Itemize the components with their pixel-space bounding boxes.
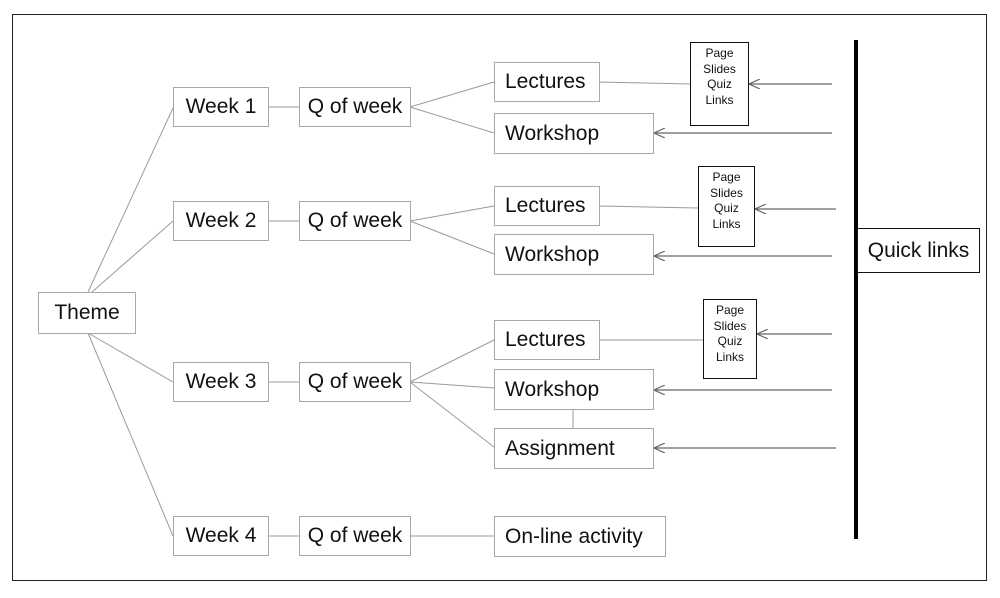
edge-q1-workshop (409, 106, 495, 134)
week-1-question-label: Q of week (307, 95, 403, 118)
theme-label: Theme (54, 301, 120, 324)
quick-links-bar (854, 40, 858, 539)
week-4-label: Week 4 (185, 524, 257, 547)
resource-slides: Slides (703, 61, 736, 76)
resource-quiz: Quiz (717, 334, 743, 348)
resource-page: Page (712, 170, 741, 184)
week-1-workshop-label: Workshop (505, 121, 600, 145)
edge-q3-lectures (409, 339, 495, 383)
week-1-resources-box: Page Slides Quiz Links (690, 42, 749, 126)
week-3-workshop-node: Workshop (494, 369, 654, 410)
edge-q3-workshop (409, 381, 495, 389)
week-2-workshop-node: Workshop (494, 234, 654, 275)
edge-q1-lectures (409, 81, 495, 108)
week-1-question-node: Q of week (299, 87, 411, 127)
week-2-lectures-label: Lectures (505, 194, 586, 217)
week-4-online-activity-label: On-line activity (505, 524, 643, 548)
week-3-question-node: Q of week (299, 362, 411, 402)
week-2-node: Week 2 (173, 201, 269, 241)
theme-node: Theme (38, 292, 136, 334)
week-2-workshop-label: Workshop (505, 242, 600, 266)
week-1-label: Week 1 (185, 95, 257, 118)
quick-links-label: Quick links (867, 238, 970, 262)
edge-lectures2-resources (598, 205, 699, 209)
diagram-frame (12, 14, 987, 581)
week-2-resources-box: Page Slides Quiz Links (698, 166, 755, 247)
week-3-question-label: Q of week (307, 370, 403, 393)
edge-q3-assignment (409, 381, 495, 448)
resource-quiz: Quiz (714, 201, 739, 215)
week-2-question-node: Q of week (299, 201, 411, 241)
week-3-resources-box: Page Slides Quiz Links (703, 299, 757, 379)
week-3-assignment-node: Assignment (494, 428, 654, 469)
week-4-question-label: Q of week (307, 524, 403, 547)
resource-slides: Slides (713, 318, 747, 333)
edge-theme-week3 (87, 332, 174, 383)
resource-links: Links (705, 92, 734, 107)
week-3-assignment-label: Assignment (505, 436, 615, 460)
week-3-label: Week 3 (185, 370, 257, 393)
week-3-node: Week 3 (173, 362, 269, 402)
week-2-lectures-node: Lectures (494, 186, 600, 226)
edge-theme-week4 (87, 332, 174, 537)
week-1-node: Week 1 (173, 87, 269, 127)
resource-links: Links (712, 216, 741, 231)
week-4-node: Week 4 (173, 516, 269, 556)
edge-theme-week1 (87, 107, 174, 293)
week-3-workshop-label: Workshop (505, 377, 600, 401)
week-3-lectures-label: Lectures (505, 328, 586, 351)
edge-theme-week2 (91, 220, 174, 293)
resource-page: Page (715, 303, 745, 317)
week-1-lectures-node: Lectures (494, 62, 600, 102)
quick-links-node: Quick links (857, 228, 980, 273)
week-2-question-label: Q of week (307, 209, 403, 232)
edge-q2-workshop (409, 220, 495, 255)
week-4-online-activity-node: On-line activity (494, 516, 666, 557)
edge-q2-lectures (409, 205, 495, 222)
resource-page: Page (705, 46, 734, 60)
week-1-lectures-label: Lectures (505, 70, 586, 93)
resource-slides: Slides (710, 185, 743, 200)
resource-links: Links (715, 349, 744, 364)
resource-quiz: Quiz (707, 77, 732, 91)
week-2-label: Week 2 (185, 209, 257, 232)
week-3-lectures-node: Lectures (494, 320, 600, 360)
week-1-workshop-node: Workshop (494, 113, 654, 154)
edge-lectures1-resources (598, 81, 691, 85)
week-4-question-node: Q of week (299, 516, 411, 556)
